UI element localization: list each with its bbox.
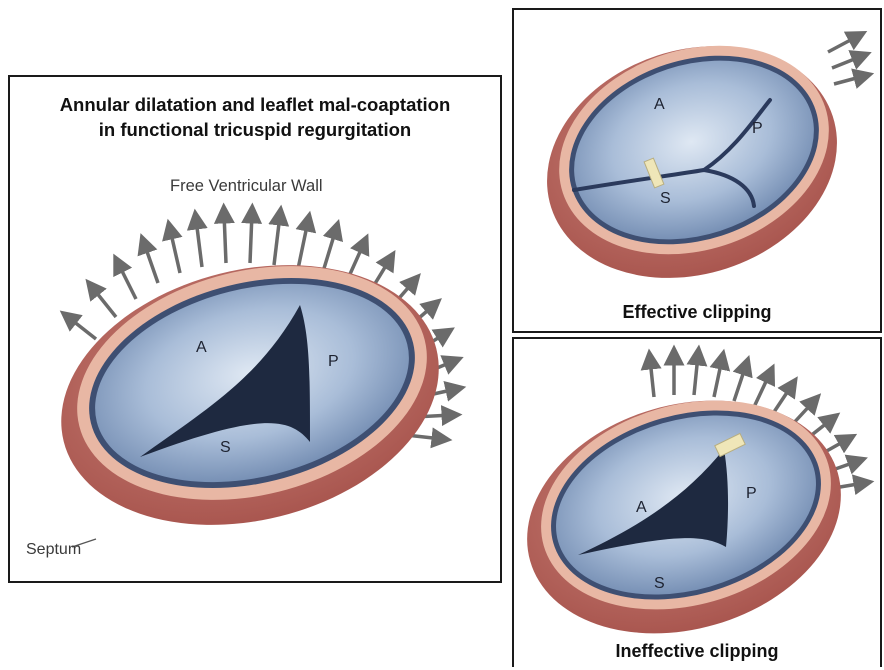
anterior-leaflet-label: A	[196, 339, 207, 357]
septal-leaflet-label: S	[220, 439, 231, 457]
ineffective-valve-illustration	[514, 339, 882, 667]
ineffective-clipping-panel: A P S Ineffective clipping	[512, 337, 882, 667]
ineffective-clipping-caption: Ineffective clipping	[514, 641, 880, 662]
free-ventricular-wall-label: Free Ventricular Wall	[170, 177, 323, 196]
posterior-leaflet-label: P	[752, 120, 763, 138]
main-diagram-panel: Annular dilatation and leaflet mal-coapt…	[8, 75, 502, 583]
septal-leaflet-label: S	[660, 190, 671, 208]
dilatation-arrows	[828, 36, 864, 84]
effective-clipping-panel: A P S Effective clipping	[512, 8, 882, 333]
anterior-leaflet-label: A	[654, 96, 665, 114]
main-valve-illustration	[10, 77, 502, 583]
anterior-leaflet-label: A	[636, 499, 647, 517]
posterior-leaflet-label: P	[746, 485, 757, 503]
septum-label: Septum	[26, 541, 81, 559]
septal-leaflet-label: S	[654, 575, 665, 593]
effective-clipping-caption: Effective clipping	[514, 302, 880, 323]
posterior-leaflet-label: P	[328, 353, 339, 371]
effective-valve-illustration	[514, 10, 882, 333]
